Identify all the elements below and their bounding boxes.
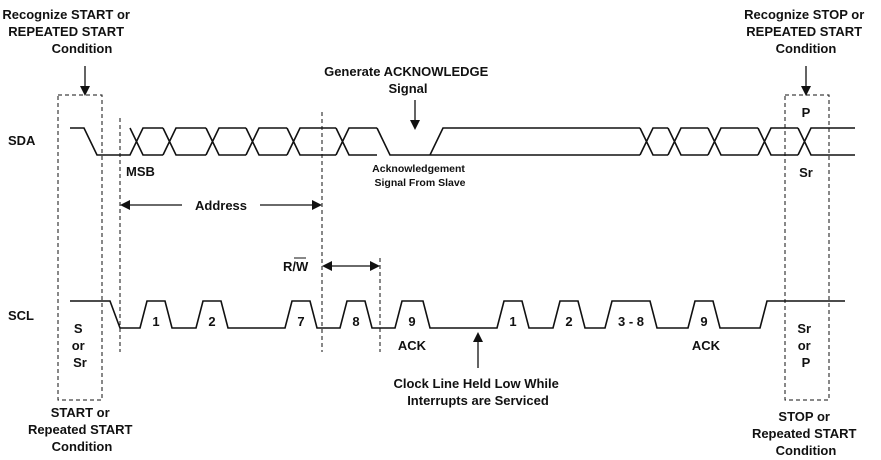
start-condition-label: START or Repeated START Condition [28,405,136,454]
scl-stop-label: Sr or P [797,321,814,370]
clock-pulse-numbers: 1 2 7 8 9 1 2 3 - 8 9 [152,314,707,329]
scl-waveform [70,300,845,329]
sda-sr-label: Sr [799,165,813,180]
sda-p-label: P [802,105,811,120]
recognize-stop-label: Recognize STOP or REPEATED START Conditi… [744,7,868,56]
ack-from-slave-label: Acknowledgement Signal From Slave [372,163,468,189]
start-condition-box [57,94,103,401]
clock-pulse-number: 2 [565,314,572,329]
clock-pulse-number: 1 [509,314,516,329]
clock-pulse-number: 8 [352,314,359,329]
clock-pulse-number: 7 [297,314,304,329]
ack-label-first: ACK [398,338,427,353]
clock-pulse-number: 1 [152,314,159,329]
clock-pulse-number: 3 - 8 [618,314,644,329]
msb-label: MSB [126,164,155,179]
scl-signal-label: SCL [8,308,34,323]
address-label: Address [195,198,247,213]
stop-condition-box [784,94,830,401]
arrows [80,66,811,368]
clock-pulse-number: 9 [408,314,415,329]
rw-label: R/W [283,259,309,274]
generate-ack-label: Generate ACKNOWLEDGE Signal [324,64,492,96]
clock-pulse-number: 2 [208,314,215,329]
sda-waveform [70,127,855,156]
scl-start-label: S or Sr [72,321,89,370]
stop-condition-label: STOP or Repeated START Condition [752,409,860,458]
clock-pulse-number: 9 [700,314,707,329]
sda-signal-label: SDA [8,133,36,148]
ack-label-second: ACK [692,338,721,353]
recognize-start-label: Recognize START or REPEATED START Condit… [2,7,133,56]
clock-held-low-label: Clock Line Held Low While Interrupts are… [393,376,562,408]
